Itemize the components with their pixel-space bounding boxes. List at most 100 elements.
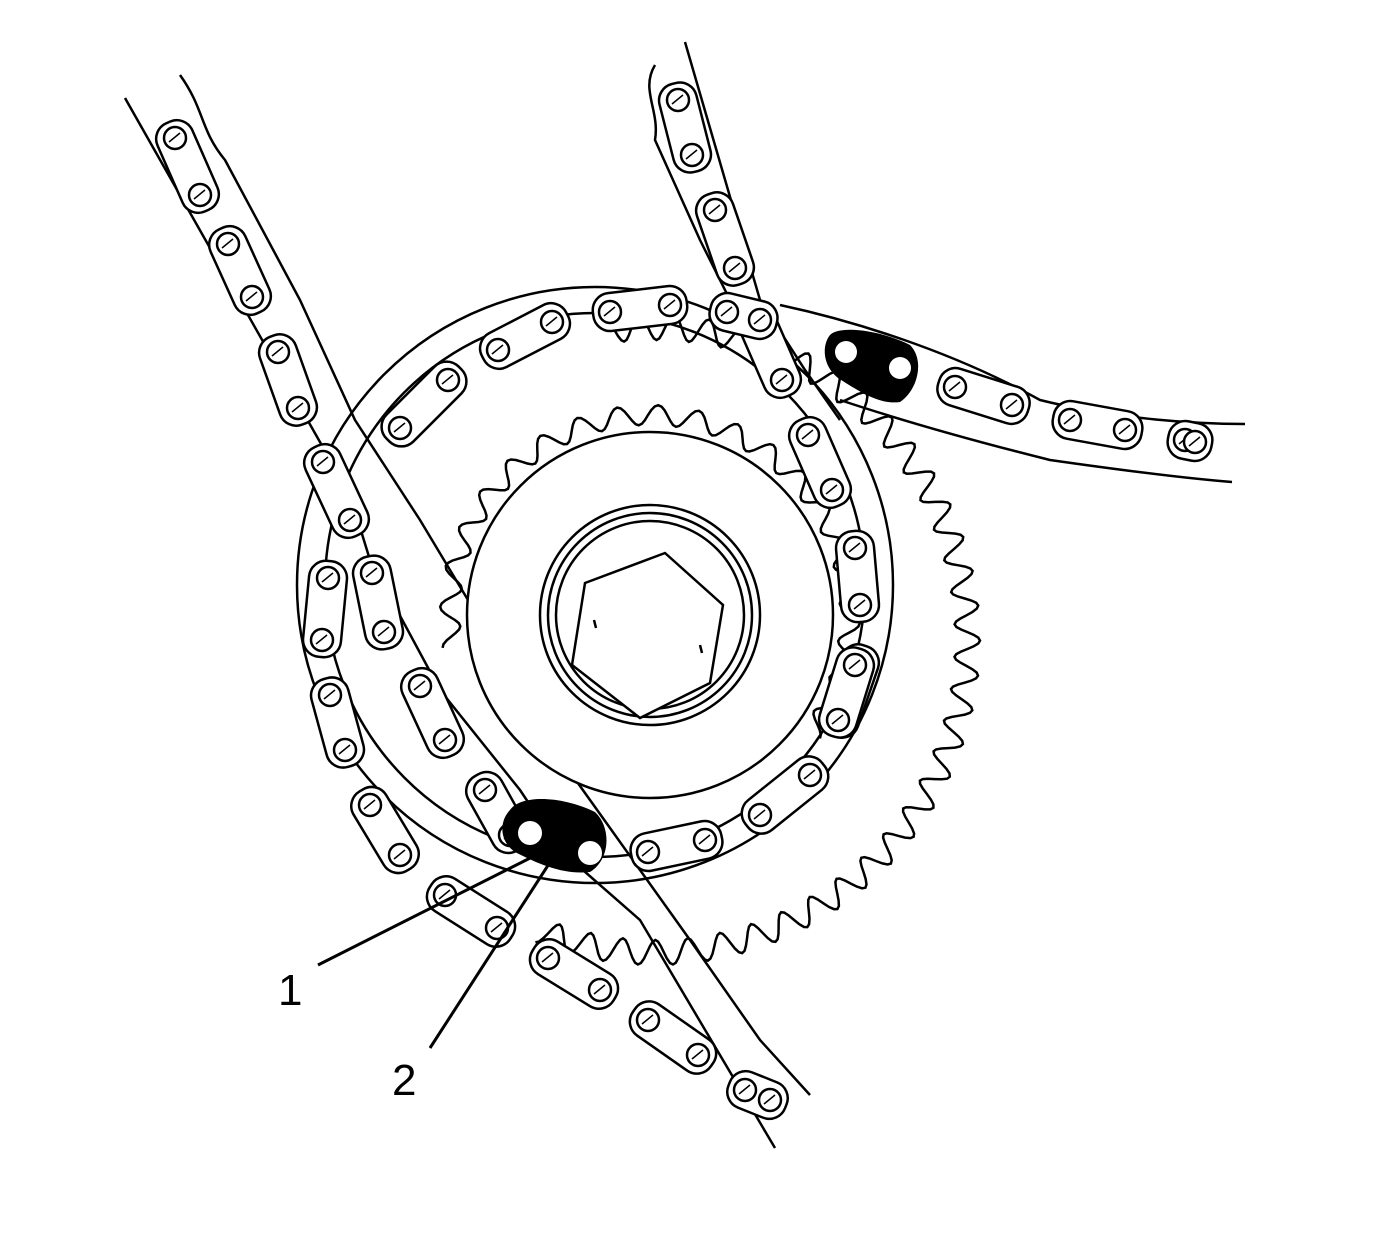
chain-link bbox=[657, 81, 713, 174]
pin-hatch bbox=[168, 132, 181, 143]
pin-hatch bbox=[541, 952, 554, 963]
pin-hatch bbox=[221, 238, 234, 249]
link-plate bbox=[628, 1000, 718, 1075]
pin-hatch bbox=[801, 429, 814, 440]
chain-link bbox=[629, 819, 724, 873]
pin-hatch bbox=[438, 734, 451, 745]
leader-line-2 bbox=[428, 852, 558, 1049]
chain-link bbox=[1051, 399, 1144, 451]
pin-hatch bbox=[738, 1084, 751, 1095]
pin-hatch bbox=[698, 834, 711, 845]
chain-link bbox=[207, 224, 273, 317]
pin-hatch bbox=[323, 689, 336, 700]
link-plate bbox=[302, 442, 371, 540]
pin-hatch bbox=[338, 744, 351, 755]
link-plate bbox=[257, 333, 319, 427]
chain-link bbox=[1166, 419, 1214, 463]
pin-hatch bbox=[545, 316, 558, 327]
chain-link bbox=[302, 442, 371, 540]
pin-hatch bbox=[393, 422, 406, 433]
chain-link bbox=[301, 559, 349, 659]
pin-hatch bbox=[245, 291, 258, 302]
pin-hatch bbox=[393, 849, 406, 860]
link-plate bbox=[478, 301, 572, 371]
chain-link bbox=[478, 301, 572, 371]
pin-hatch bbox=[848, 542, 861, 553]
chain-link bbox=[380, 360, 468, 448]
pin-hatch bbox=[803, 769, 816, 780]
pin-hatch bbox=[728, 262, 741, 273]
pin-hatch bbox=[708, 204, 721, 215]
chain-link bbox=[154, 118, 221, 215]
pin-hatch bbox=[1118, 424, 1131, 435]
chain-link bbox=[591, 284, 689, 333]
chain-link bbox=[694, 191, 756, 287]
chain-link bbox=[708, 291, 779, 341]
pin-hatch bbox=[413, 680, 426, 691]
pin-hatch bbox=[490, 922, 503, 933]
pin-hatch bbox=[825, 484, 838, 495]
chain-link bbox=[399, 666, 466, 760]
pin-hatch bbox=[663, 299, 676, 310]
pin-hatch bbox=[1005, 399, 1018, 410]
chain-link bbox=[257, 333, 319, 427]
leader-line-1 bbox=[317, 843, 557, 967]
pin-hatch bbox=[478, 784, 491, 795]
chain-link bbox=[309, 676, 366, 769]
link-plate bbox=[350, 785, 420, 875]
pin-hatch bbox=[491, 344, 504, 355]
pin-hatch bbox=[315, 634, 328, 645]
pin-hatch bbox=[753, 314, 766, 325]
link-plate bbox=[528, 938, 620, 1010]
pin-hatch bbox=[291, 402, 304, 413]
chain-link bbox=[350, 785, 420, 875]
chain-link bbox=[817, 646, 876, 739]
chain-link bbox=[351, 554, 405, 651]
pin-hatch bbox=[848, 659, 861, 670]
chain-link bbox=[834, 529, 881, 624]
pin-hatch bbox=[641, 1014, 654, 1025]
chain-link bbox=[787, 415, 853, 510]
pin-hatch bbox=[685, 149, 698, 160]
pin-hatch bbox=[720, 306, 733, 317]
link-plate bbox=[154, 118, 221, 215]
chain-link bbox=[528, 938, 620, 1010]
pin-hatch bbox=[363, 799, 376, 810]
pin-hatch bbox=[753, 809, 766, 820]
chain-link bbox=[936, 366, 1031, 426]
pin-hatch bbox=[343, 514, 356, 525]
pin-hatch bbox=[193, 189, 206, 200]
callout-1: 1 bbox=[278, 966, 302, 1015]
pin-hatch bbox=[438, 889, 451, 900]
pin-hatch bbox=[271, 346, 284, 357]
pin-hatch bbox=[316, 456, 329, 467]
pin-hatch bbox=[948, 381, 961, 392]
pin-hatch bbox=[763, 1094, 776, 1105]
pin-hatch bbox=[593, 984, 606, 995]
pin-hatch bbox=[831, 714, 844, 725]
marked-link-lower bbox=[502, 798, 607, 873]
callout-leaders bbox=[317, 843, 558, 1049]
marked-link-upper bbox=[824, 329, 919, 403]
pin-hatch bbox=[671, 94, 684, 105]
callout-2: 2 bbox=[392, 1056, 416, 1105]
hex-bolt-head bbox=[570, 551, 725, 720]
link-plate bbox=[425, 875, 517, 948]
pin-hatch bbox=[641, 846, 654, 857]
pin-hatch bbox=[853, 599, 866, 610]
chain-link bbox=[628, 1000, 718, 1075]
pin-hatch bbox=[377, 626, 390, 637]
pin-hatch bbox=[441, 374, 454, 385]
chain-link bbox=[726, 1069, 789, 1121]
pin-hatch bbox=[1188, 436, 1201, 447]
pin-hatch bbox=[321, 572, 334, 583]
pin-hatch bbox=[365, 567, 378, 578]
pin-hatch bbox=[691, 1049, 704, 1060]
pin-hatch bbox=[775, 374, 788, 385]
chain-links bbox=[154, 81, 1214, 1121]
pin-hatch bbox=[603, 306, 616, 317]
pin-hatch bbox=[1063, 414, 1076, 425]
link-plate bbox=[787, 415, 853, 510]
chain-link bbox=[425, 875, 517, 948]
